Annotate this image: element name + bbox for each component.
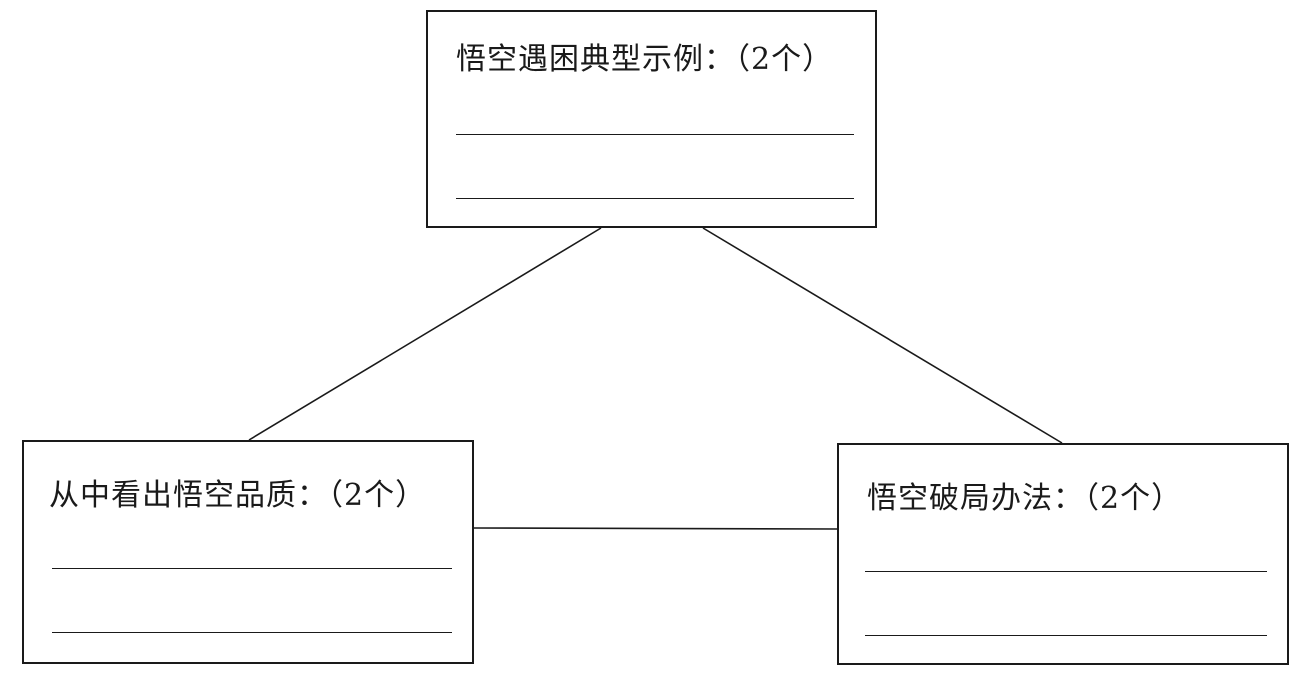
answer-blank-line[interactable]	[865, 635, 1267, 636]
answer-blank-line[interactable]	[52, 632, 452, 633]
edge-top-to-right	[702, 227, 1063, 444]
node-title: 悟空破局办法：（2个）	[867, 481, 1183, 516]
edge-left-to-right	[473, 527, 838, 530]
answer-blank-line[interactable]	[456, 134, 854, 135]
answer-blank-line[interactable]	[456, 198, 854, 199]
answer-blank-line[interactable]	[52, 568, 452, 569]
node-qualities: 从中看出悟空品质：（2个）	[22, 440, 474, 664]
node-solutions: 悟空破局办法：（2个）	[837, 443, 1289, 665]
node-typical-examples: 悟空遇困典型示例：（2个）	[426, 10, 877, 228]
node-title: 悟空遇困典型示例：（2个）	[456, 42, 834, 77]
node-title: 从中看出悟空品质：（2个）	[49, 478, 427, 513]
answer-blank-line[interactable]	[865, 571, 1267, 572]
edge-top-to-left	[248, 227, 602, 441]
